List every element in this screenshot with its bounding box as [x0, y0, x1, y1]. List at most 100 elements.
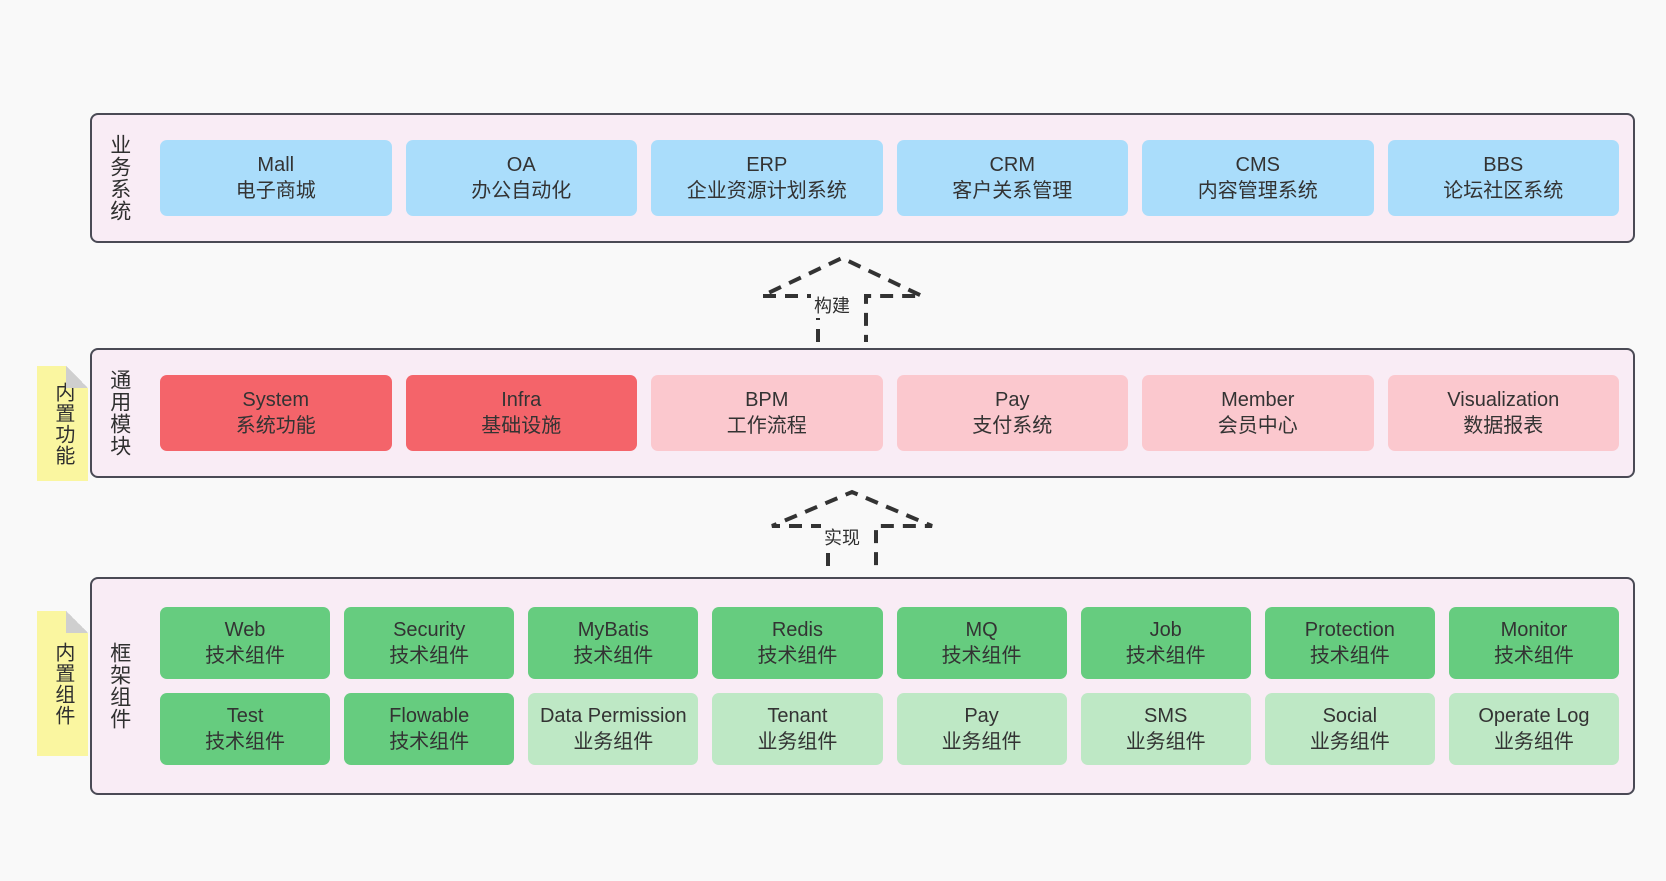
card-subtitle: 技术组件 — [1309, 645, 1390, 667]
card-mybatis[interactable]: MyBatis 技术组件 — [528, 607, 699, 679]
card-title: OA — [506, 154, 536, 176]
card-subtitle: 技术组件 — [205, 731, 286, 753]
card-subtitle: 业务组件 — [1493, 731, 1574, 753]
card-title: Job — [1149, 619, 1182, 641]
card-subtitle: 技术组件 — [573, 645, 654, 667]
card-subtitle: 业务组件 — [573, 731, 654, 753]
layer-framework-components: 框架组件 Web 技术组件 Security 技术组件 MyBatis 技术组件… — [90, 577, 1635, 795]
card-title: SMS — [1144, 705, 1188, 727]
common-card-row: System 系统功能 Infra 基础设施 BPM 工作流程 Pay 支付系统… — [160, 375, 1619, 451]
layer-common-label: 通用模块 — [107, 369, 131, 457]
card-subtitle: 技术组件 — [389, 645, 470, 667]
card-subtitle: 技术组件 — [205, 645, 286, 667]
card-title: BBS — [1483, 154, 1524, 176]
card-monitor[interactable]: Monitor 技术组件 — [1448, 607, 1619, 679]
card-flowable[interactable]: Flowable 技术组件 — [344, 693, 515, 765]
layer-common-body: System 系统功能 Infra 基础设施 BPM 工作流程 Pay 支付系统… — [146, 350, 1633, 476]
card-title: Tenant — [767, 705, 828, 727]
card-title: Pay — [995, 389, 1030, 411]
card-subtitle: 技术组件 — [1493, 645, 1574, 667]
card-title: Data Permission — [539, 705, 687, 727]
card-title: Pay — [964, 705, 999, 727]
card-title: Mall — [257, 154, 295, 176]
card-subtitle: 业务组件 — [757, 731, 838, 753]
card-subtitle: 技术组件 — [757, 645, 838, 667]
business-card-row: Mall 电子商城 OA 办公自动化 ERP 企业资源计划系统 CRM 客户关系… — [160, 140, 1619, 216]
framework-tech-row: Web 技术组件 Security 技术组件 MyBatis 技术组件 Redi… — [160, 607, 1619, 679]
card-cms[interactable]: CMS 内容管理系统 — [1142, 140, 1374, 216]
card-erp[interactable]: ERP 企业资源计划系统 — [651, 140, 883, 216]
card-redis[interactable]: Redis 技术组件 — [712, 607, 883, 679]
card-oa[interactable]: OA 办公自动化 — [405, 140, 637, 216]
card-subtitle: 办公自动化 — [471, 180, 572, 202]
card-subtitle: 电子商城 — [235, 180, 316, 202]
card-title: Infra — [501, 389, 542, 411]
card-pay[interactable]: Pay 支付系统 — [896, 375, 1128, 451]
card-subtitle: 企业资源计划系统 — [686, 180, 847, 202]
card-subtitle: 客户关系管理 — [952, 180, 1073, 202]
card-title: ERP — [746, 154, 788, 176]
card-security[interactable]: Security 技术组件 — [344, 607, 515, 679]
card-title: Visualization — [1447, 389, 1560, 411]
card-system[interactable]: System 系统功能 — [160, 375, 392, 451]
card-title: Redis — [771, 619, 823, 641]
card-protection[interactable]: Protection 技术组件 — [1264, 607, 1435, 679]
card-social[interactable]: Social 业务组件 — [1264, 693, 1435, 765]
card-title: Protection — [1304, 619, 1395, 641]
card-member[interactable]: Member 会员中心 — [1142, 375, 1374, 451]
card-title: CMS — [1235, 154, 1280, 176]
connector-implement-label: 实现 — [821, 524, 863, 550]
card-subtitle: 技术组件 — [1125, 645, 1206, 667]
card-subtitle: 技术组件 — [389, 731, 470, 753]
card-data-permission[interactable]: Data Permission 业务组件 — [528, 693, 699, 765]
card-crm[interactable]: CRM 客户关系管理 — [896, 140, 1128, 216]
card-sms[interactable]: SMS 业务组件 — [1080, 693, 1251, 765]
card-title: Member — [1221, 389, 1295, 411]
card-test[interactable]: Test 技术组件 — [160, 693, 331, 765]
card-subtitle: 会员中心 — [1217, 415, 1298, 437]
framework-business-row: Test 技术组件 Flowable 技术组件 Data Permission … — [160, 693, 1619, 765]
card-title: CRM — [989, 154, 1036, 176]
card-infra[interactable]: Infra 基础设施 — [405, 375, 637, 451]
card-job[interactable]: Job 技术组件 — [1080, 607, 1251, 679]
card-mq[interactable]: MQ 技术组件 — [896, 607, 1067, 679]
card-subtitle: 业务组件 — [1125, 731, 1206, 753]
card-subtitle: 技术组件 — [941, 645, 1022, 667]
card-subtitle: 数据报表 — [1463, 415, 1544, 437]
card-bbs[interactable]: BBS 论坛社区系统 — [1387, 140, 1619, 216]
card-title: Security — [393, 619, 466, 641]
card-title: BPM — [745, 389, 789, 411]
layer-common-modules: 通用模块 System 系统功能 Infra 基础设施 BPM 工作流程 Pay… — [90, 348, 1635, 478]
card-pay-business[interactable]: Pay 业务组件 — [896, 693, 1067, 765]
sticky-note-builtin-features: 内置功能 — [37, 366, 88, 481]
card-subtitle: 支付系统 — [972, 415, 1053, 437]
card-subtitle: 系统功能 — [235, 415, 316, 437]
card-title: MQ — [965, 619, 998, 641]
layer-business-systems: 业务系统 Mall 电子商城 OA 办公自动化 ERP 企业资源计划系统 CRM… — [90, 113, 1635, 243]
card-subtitle: 业务组件 — [1309, 731, 1390, 753]
card-bpm[interactable]: BPM 工作流程 — [651, 375, 883, 451]
card-subtitle: 论坛社区系统 — [1443, 180, 1564, 202]
layer-business-label: 业务系统 — [107, 134, 131, 222]
card-title: MyBatis — [577, 619, 649, 641]
card-title: Flowable — [389, 705, 470, 727]
card-title: Social — [1322, 705, 1378, 727]
card-title: Monitor — [1500, 619, 1568, 641]
connector-build-label: 构建 — [811, 292, 853, 318]
card-subtitle: 业务组件 — [941, 731, 1022, 753]
card-operate-log[interactable]: Operate Log 业务组件 — [1448, 693, 1619, 765]
card-title: Web — [224, 619, 266, 641]
layer-framework-label: 框架组件 — [107, 642, 131, 730]
card-subtitle: 工作流程 — [726, 415, 807, 437]
card-title: Test — [226, 705, 264, 727]
card-title: Operate Log — [1478, 705, 1590, 727]
card-visualization[interactable]: Visualization 数据报表 — [1387, 375, 1619, 451]
card-subtitle: 内容管理系统 — [1197, 180, 1318, 202]
layer-framework-body: Web 技术组件 Security 技术组件 MyBatis 技术组件 Redi… — [146, 579, 1633, 793]
card-web[interactable]: Web 技术组件 — [160, 607, 331, 679]
card-subtitle: 基础设施 — [481, 415, 562, 437]
card-mall[interactable]: Mall 电子商城 — [160, 140, 392, 216]
card-tenant[interactable]: Tenant 业务组件 — [712, 693, 883, 765]
layer-business-body: Mall 电子商城 OA 办公自动化 ERP 企业资源计划系统 CRM 客户关系… — [146, 115, 1633, 241]
